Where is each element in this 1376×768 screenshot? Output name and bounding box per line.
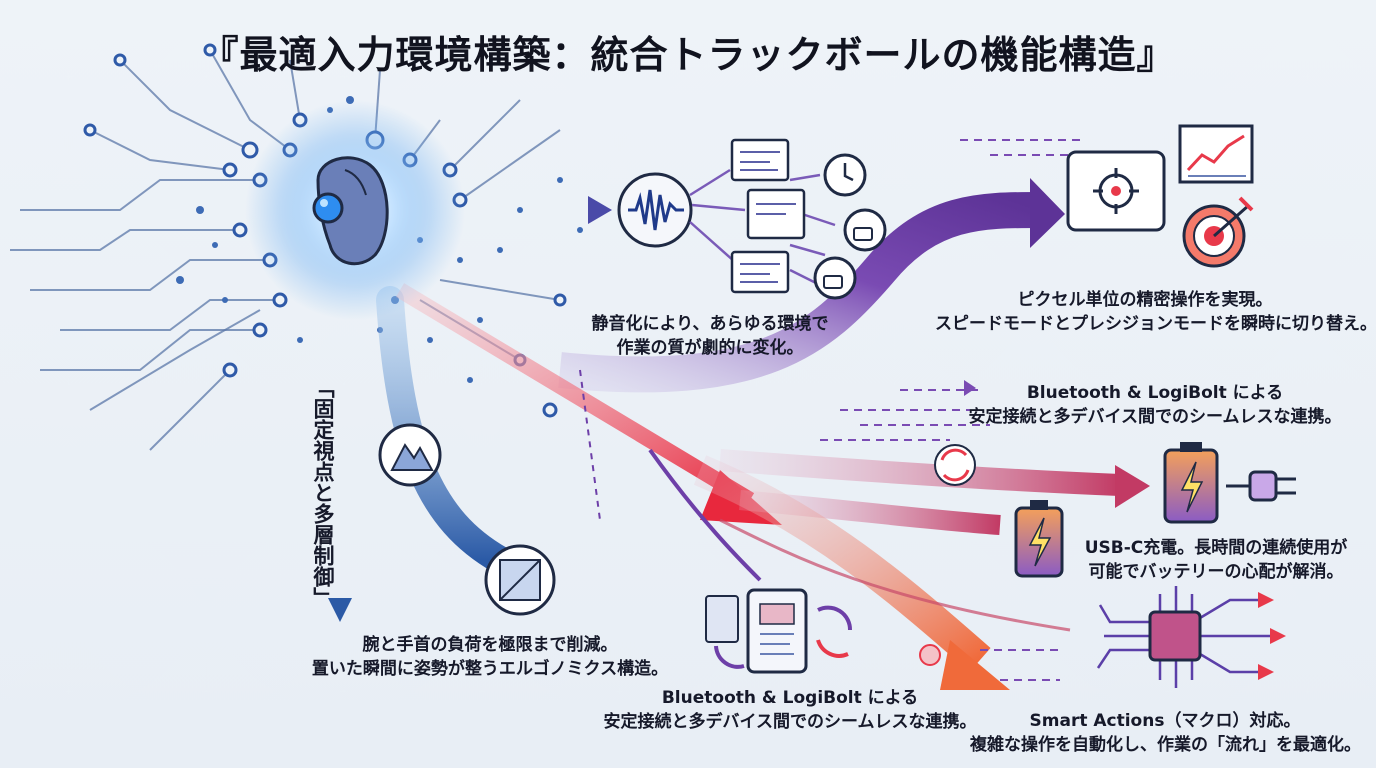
flow-arrow-blue-down-head bbox=[328, 598, 352, 622]
annotation-ergonomic-line1: 腕と手首の負荷を極限まで削減。 bbox=[362, 635, 618, 655]
flow-arrow-orange bbox=[693, 455, 991, 673]
target-frame-icon bbox=[1066, 150, 1166, 232]
flow-arrow-magenta-1-head bbox=[1115, 465, 1150, 508]
annotation-smart: Smart Actions（マクロ）対応。 複雑な操作を自動化し、作業の「流れ」… bbox=[970, 709, 1361, 757]
bullseye-icon bbox=[1182, 196, 1254, 268]
annotation-bluetooth-bottom-line1: Bluetooth & LogiBolt による bbox=[661, 688, 919, 708]
annotation-bluetooth-right-line1: Bluetooth & LogiBolt による bbox=[1026, 383, 1284, 403]
trend-chart-icon bbox=[1178, 124, 1254, 184]
annotation-usbc-line1: USB-C充電。長時間の連続使用が bbox=[1084, 538, 1348, 558]
flow-arrow-red bbox=[395, 283, 755, 507]
flow-arrow-thin-3 bbox=[579, 369, 601, 521]
window-pane-icon bbox=[484, 544, 556, 616]
circuit-traces bbox=[10, 49, 561, 451]
annotation-bluetooth-bottom-line2: 安定接続と多デバイス間でのシームレスな連携。 bbox=[603, 712, 977, 732]
dashed-lines bbox=[820, 139, 1090, 681]
annotation-precision: ピクセル単位の精密操作を実現。 スピードモードとプレシジョンモードを瞬時に切り替… bbox=[935, 288, 1376, 336]
annotation-usbc-line2: 可能でバッテリーの心配が解消。 bbox=[1088, 562, 1344, 582]
flow-arrow-thin-2 bbox=[648, 448, 762, 582]
page-title: 『最適入力環境構築：統合トラックボールの機能構造』 bbox=[200, 33, 1176, 77]
annotation-smart-line2: 複雑な操作を自動化し、作業の「流れ」を最適化。 bbox=[970, 735, 1361, 755]
annotation-silent-line2: 作業の質が劇的に変化。 bbox=[616, 338, 804, 358]
mountain-icon bbox=[378, 423, 442, 487]
plug-icon bbox=[1226, 470, 1296, 502]
battery-icon bbox=[1163, 442, 1219, 524]
tablet-device-icon bbox=[705, 588, 941, 674]
flow-arrow-purple-head bbox=[1030, 178, 1065, 248]
annotation-bluetooth-right-line2: 安定接続と多デバイス間でのシームレスな連携。 bbox=[968, 407, 1342, 427]
vertical-label: 「固定視点と多層制御」 bbox=[311, 376, 335, 608]
annotation-silent: 静音化により、あらゆる環境で 作業の質が劇的に変化。 bbox=[580, 312, 840, 360]
flow-arrow-purple bbox=[558, 192, 1041, 393]
trackball-mouse-icon bbox=[312, 156, 389, 266]
annotation-bluetooth-right: Bluetooth & LogiBolt による 安定接続と多デバイス間でのシー… bbox=[960, 381, 1350, 429]
soundwave-icon bbox=[617, 172, 693, 248]
annotation-bluetooth-bottom: Bluetooth & LogiBolt による 安定接続と多デバイス間でのシー… bbox=[595, 686, 985, 734]
flow-arrow-orange-head bbox=[940, 640, 1010, 690]
annotation-precision-line1: ピクセル単位の精密操作を実現。 bbox=[1017, 290, 1273, 310]
flow-arrow-thin-1 bbox=[719, 518, 1071, 632]
flow-arrow-silent-head bbox=[588, 196, 612, 224]
document-lines bbox=[740, 151, 796, 283]
annotation-precision-line2: スピードモードとプレシジョンモードを瞬時に切り替え。 bbox=[935, 314, 1376, 334]
annotation-usbc: USB-C充電。長時間の連続使用が 可能でバッテリーの心配が解消。 bbox=[1076, 536, 1356, 584]
chip-icon bbox=[1096, 586, 1286, 688]
sync-arrows-icon bbox=[934, 444, 976, 486]
battery-icon-2 bbox=[1014, 500, 1064, 578]
annotation-silent-line1: 静音化により、あらゆる環境で bbox=[591, 314, 829, 334]
coffee-cup-icon bbox=[813, 208, 887, 300]
flow-arrow-magenta-1 bbox=[719, 449, 1121, 496]
annotation-ergonomic-line2: 置いた瞬間に姿勢が整うエルゴノミクス構造。 bbox=[311, 659, 669, 679]
annotation-ergonomic: 腕と手首の負荷を極限まで削減。 置いた瞬間に姿勢が整うエルゴノミクス構造。 bbox=[300, 633, 680, 681]
clock-icon bbox=[823, 153, 867, 197]
annotation-smart-line1: Smart Actions（マクロ）対応。 bbox=[1029, 711, 1301, 731]
dashed-arrow-head bbox=[964, 380, 976, 396]
